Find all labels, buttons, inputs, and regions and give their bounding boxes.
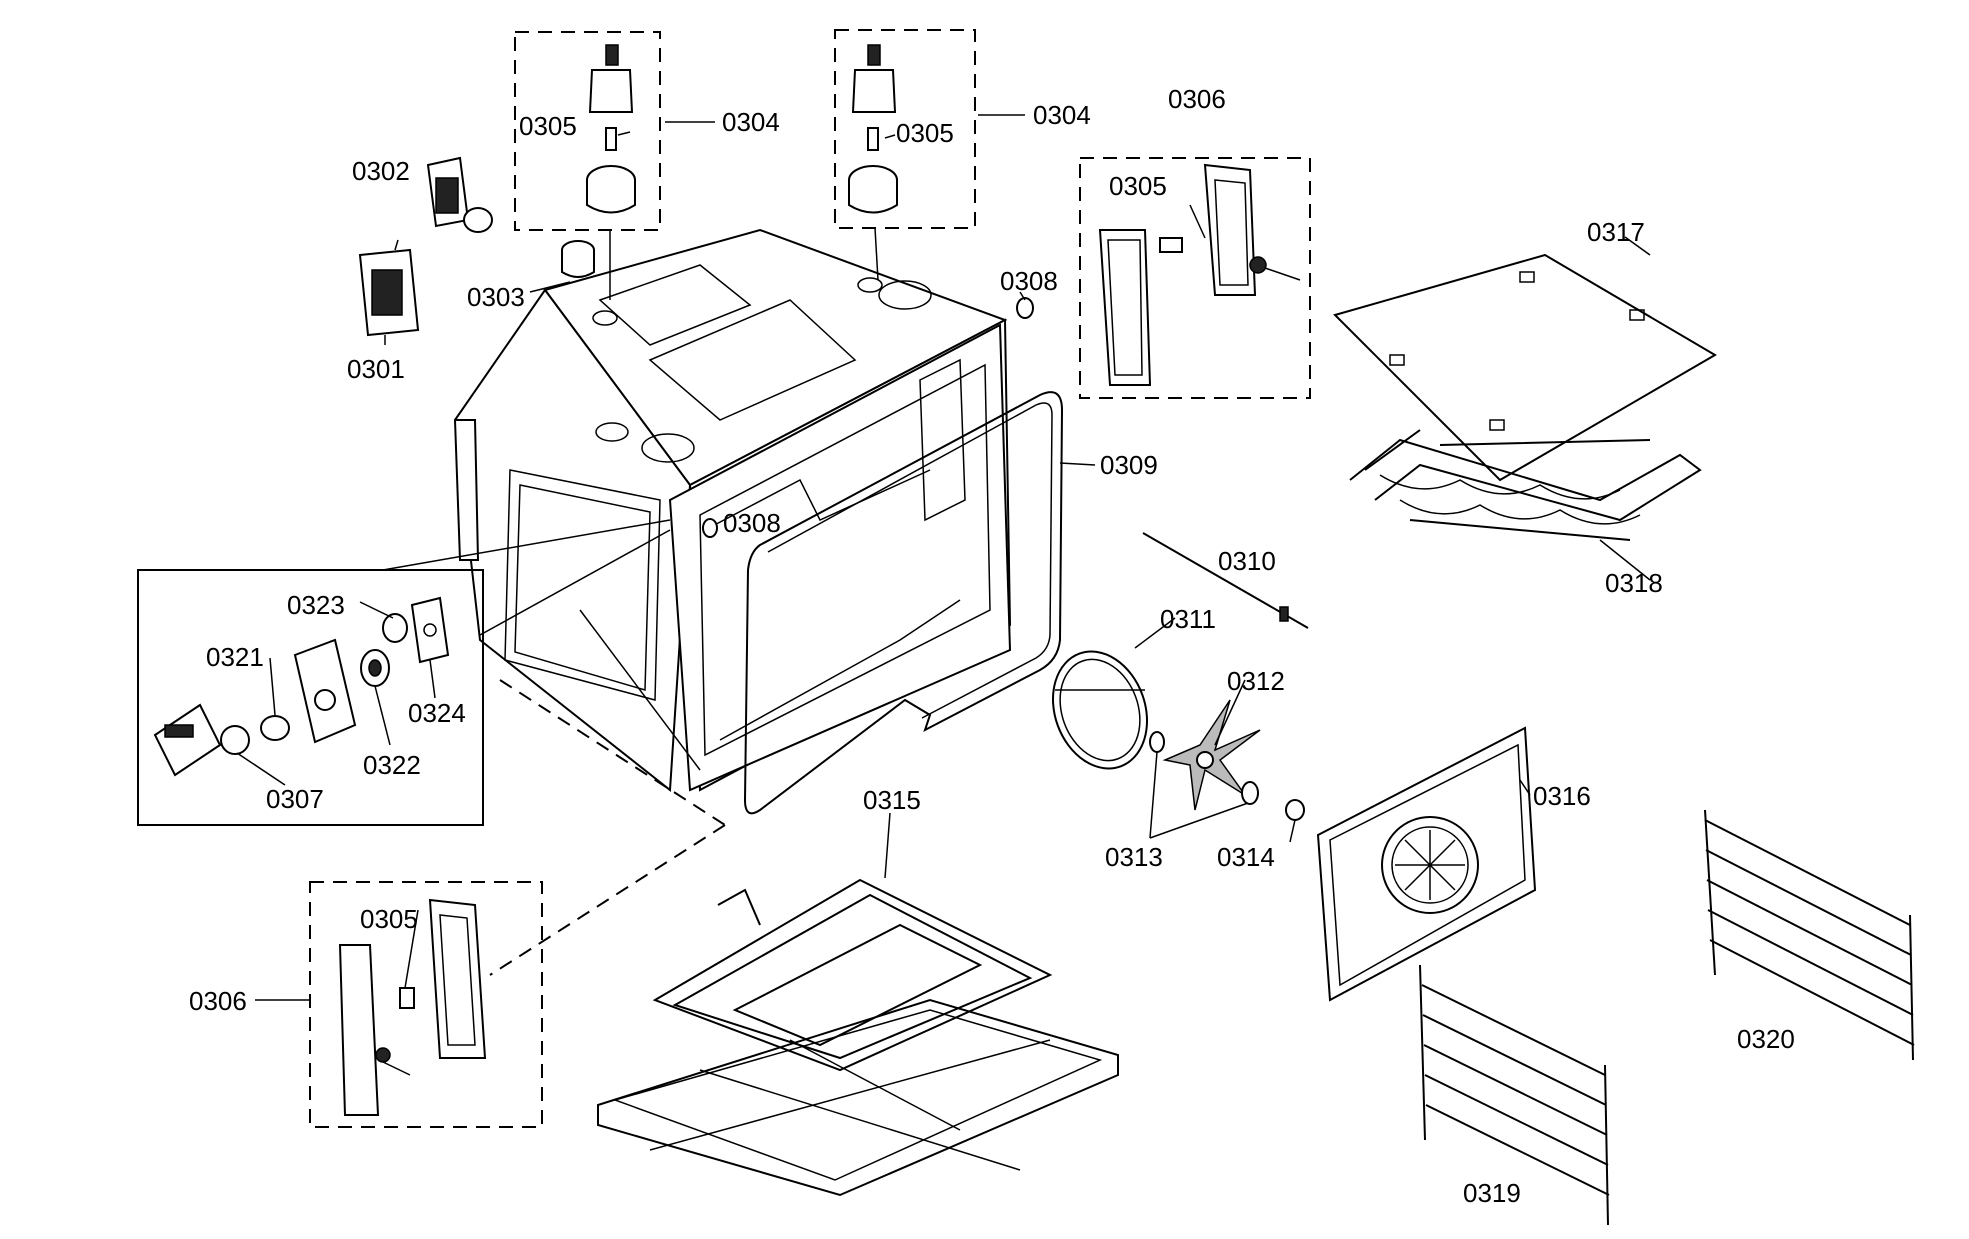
label-0305-c: 0305 [1109, 171, 1167, 201]
label-0321: 0321 [206, 642, 264, 672]
label-0306-b: 0306 [189, 986, 247, 1016]
fan-cover-panel-0316 [1316, 726, 1537, 1002]
label-0305-d: 0305 [360, 904, 418, 934]
label-0304-b: 0304 [1033, 100, 1091, 130]
label-0303: 0303 [467, 282, 525, 312]
spacer-0314 [1285, 799, 1305, 821]
latch-detail-inset [137, 519, 671, 826]
label-0316: 0316 [1533, 781, 1591, 811]
label-0309: 0309 [1100, 450, 1158, 480]
side-lamp-assembly-0306-a [1079, 157, 1311, 399]
fan-heater-ring-0311 [1051, 650, 1149, 770]
door-gasket-0309 [743, 391, 1064, 815]
label-0308-a: 0308 [1000, 266, 1058, 296]
label-0315: 0315 [863, 785, 921, 815]
label-0317: 0317 [1587, 217, 1645, 247]
thermostat-0302 [426, 156, 493, 233]
label-0306-a: 0306 [1168, 84, 1226, 114]
lamp-assembly-0304-a [514, 31, 661, 300]
label-0318: 0318 [1605, 568, 1663, 598]
side-rack-0319 [1419, 964, 1610, 1226]
oven-cavity-housing [453, 228, 1012, 792]
nut-0308-a [1016, 297, 1034, 319]
label-0301: 0301 [347, 354, 405, 384]
part-labels: 0301 0302 0303 0304 0304 0305 0305 0305 … [189, 84, 1795, 1208]
label-0319: 0319 [1463, 1178, 1521, 1208]
label-0308-b: 0308 [723, 508, 781, 538]
label-0324: 0324 [408, 698, 466, 728]
side-lamp-assembly-0306-b [309, 881, 543, 1128]
fan-nut-0313 [1149, 731, 1259, 805]
label-0322: 0322 [363, 750, 421, 780]
label-0310: 0310 [1218, 546, 1276, 576]
convection-heater-0318 [1349, 429, 1702, 541]
label-0304-a: 0304 [722, 107, 780, 137]
leader-lines [236, 114, 1651, 1001]
guide-line-2 [489, 824, 726, 976]
label-0311: 0311 [1160, 604, 1216, 634]
lamp-assembly-0304-b [834, 29, 976, 281]
label-0313: 0313 [1105, 842, 1163, 872]
label-0302: 0302 [352, 156, 410, 186]
label-0307: 0307 [266, 784, 324, 814]
selector-switch-0301 [358, 239, 420, 345]
label-0320: 0320 [1737, 1024, 1795, 1054]
label-0305-a: 0305 [519, 111, 577, 141]
label-0323: 0323 [287, 590, 345, 620]
rod-0310 [1142, 532, 1309, 629]
nut-0308-b [702, 518, 718, 538]
label-0314: 0314 [1217, 842, 1275, 872]
light-socket-0303 [561, 240, 595, 278]
label-0305-b: 0305 [896, 118, 954, 148]
label-0312: 0312 [1227, 666, 1285, 696]
heater-cover-0317 [1333, 253, 1717, 482]
bake-element-0315 [597, 878, 1119, 1197]
side-rack-0320 [1704, 809, 1915, 1061]
